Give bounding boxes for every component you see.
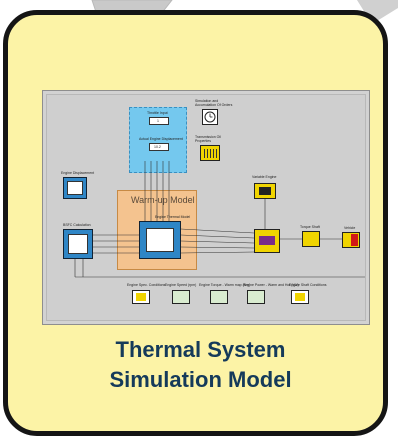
torque-shaft-block <box>302 231 320 247</box>
engine-thermal-label: Engine Thermal Model <box>155 215 191 219</box>
engine-power-core <box>259 236 275 245</box>
model-title: Thermal System Simulation Model <box>8 335 393 395</box>
bsfc-label: BSFC Calculation <box>63 223 91 227</box>
actual-displacement-value: 10.2 <box>154 145 161 149</box>
actual-displacement-label: Actual Engine Displacement <box>139 137 183 141</box>
transmission-label: Transmission Oil Properties <box>195 135 221 143</box>
signal-lines <box>74 161 365 278</box>
scope-shaft-label: Engine Shaft Conditions <box>289 283 327 287</box>
sim-time-label: Simulation and Accumulation Of Orders <box>195 99 233 107</box>
scope-power-block <box>247 290 265 304</box>
torque-shaft-label: Torque Shaft <box>300 225 320 229</box>
scope-speed-label: Engine Speed (rpm) <box>165 283 197 287</box>
displacement-input-block <box>149 143 169 151</box>
vehicle-core <box>351 234 358 246</box>
simulink-diagram-panel: Throttle Input 1 Actual Engine Displacem… <box>42 90 370 325</box>
engine-thermal-inner <box>146 228 174 252</box>
vehicle-label: Vehicle <box>344 226 356 230</box>
variable-engine-label: Variable Engine <box>252 175 277 179</box>
title-line-2: Simulation Model <box>109 367 292 392</box>
variable-engine-inner <box>259 187 271 195</box>
transmission-grid <box>204 149 217 158</box>
throttle-value: 1 <box>157 119 159 123</box>
engine-displacement-label: Engine Displacement <box>61 171 95 175</box>
clock-icon <box>204 111 216 123</box>
engine-displacement-inner <box>67 181 83 195</box>
scope-spec-label: Engine Spec. Conditions <box>127 283 166 287</box>
bsfc-inner <box>68 234 88 254</box>
scope-power-label: Engine Power - Warm and Hot (kW) <box>243 283 299 287</box>
title-line-1: Thermal System <box>115 337 286 362</box>
throttle-label: Throttle Input <box>147 111 168 115</box>
scope-torque-label: Engine Torque - Warm map (Nm) <box>199 283 251 287</box>
scope-torque-block <box>210 290 228 304</box>
scope-speed-block <box>172 290 190 304</box>
scope-spec-fill <box>136 293 146 301</box>
throttle-input-block <box>149 117 169 125</box>
scope-shaft-fill <box>295 293 305 301</box>
diagram-canvas: Throttle Input 1 Actual Engine Displacem… <box>46 94 366 321</box>
model-card: Throttle Input 1 Actual Engine Displacem… <box>3 10 388 436</box>
